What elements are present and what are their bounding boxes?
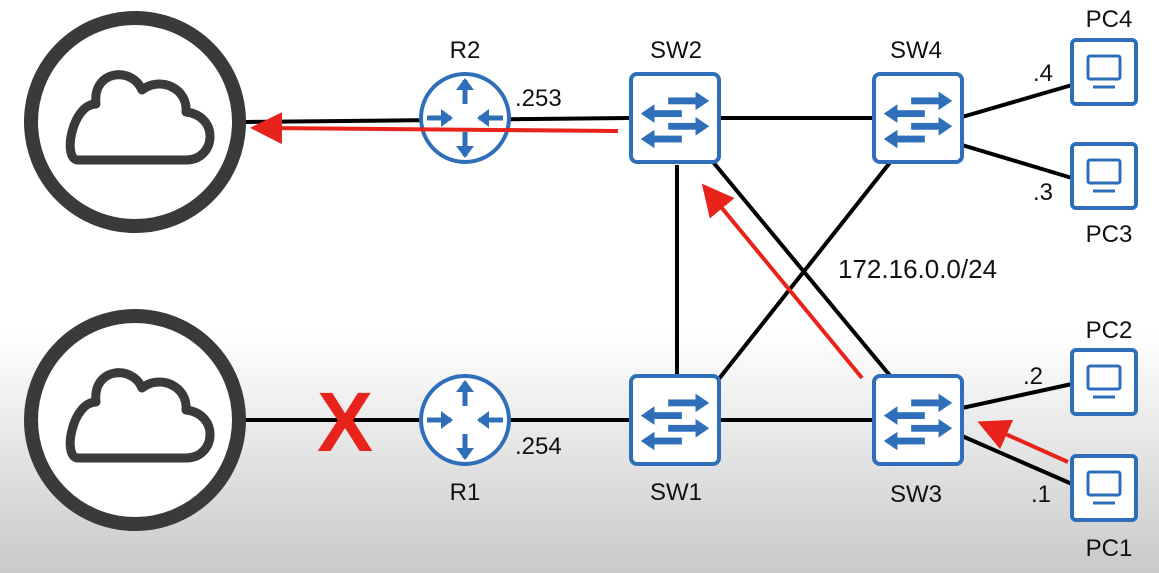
addr-pc3: .3: [1033, 179, 1053, 206]
address-labels: .253 .254 .4 .3 .2 .1: [515, 60, 1053, 508]
router-icon: [427, 78, 503, 158]
label-sw4: SW4: [890, 37, 942, 64]
label-r1: R1: [450, 479, 481, 506]
cloud-icon: [65, 368, 215, 463]
pc-icon: [1086, 470, 1122, 505]
switch-sw3: [872, 374, 964, 466]
label-pc1: PC1: [1086, 535, 1133, 562]
link-failure-x-icon: X: [317, 375, 373, 469]
pc-icon: [1086, 54, 1122, 89]
addr-r1: .254: [515, 433, 562, 460]
router-r2: [419, 72, 511, 164]
cloud-icon: [65, 70, 215, 165]
addr-pc1: .1: [1031, 481, 1051, 508]
path-arrow-sw3-sw2: [701, 183, 864, 380]
pc-icon: [1086, 158, 1122, 193]
label-pc2: PC2: [1086, 317, 1133, 344]
addr-pc2: .2: [1023, 363, 1043, 390]
pc-pc1: [1070, 454, 1138, 522]
switch-sw1: [629, 374, 721, 466]
link-sw4-pc4: [961, 83, 1073, 119]
path-arrow-pc1-sw3: [977, 419, 1069, 464]
traffic-path: [250, 112, 1069, 464]
pc-pc4: [1070, 38, 1138, 106]
label-pc3: PC3: [1086, 221, 1133, 248]
device-labels: R2 R1 SW2 SW4 SW1 SW3 PC4 PC3 PC2 PC1: [450, 6, 1133, 562]
link-sw3-pc2: [961, 382, 1073, 410]
subnet-label: 172.16.0.0/24: [838, 254, 997, 284]
addr-pc4: .4: [1033, 60, 1053, 87]
router-r1: [419, 374, 511, 466]
link-sw1-sw4: [716, 158, 894, 382]
pc-pc3: [1070, 142, 1138, 210]
pc-icon: [1086, 364, 1122, 399]
label-sw1: SW1: [650, 479, 702, 506]
link-sw4-pc3: [961, 143, 1073, 180]
switch-sw4: [872, 72, 964, 164]
label-sw2: SW2: [650, 37, 702, 64]
links: [244, 83, 1073, 486]
label-pc4: PC4: [1086, 6, 1133, 33]
internet-cloud-bottom: [24, 309, 246, 531]
label-sw3: SW3: [890, 481, 942, 508]
switch-sw2: [629, 72, 721, 164]
router-icon: [427, 380, 503, 460]
path-arrow-sw2-internet: [250, 112, 619, 145]
label-r2: R2: [450, 37, 481, 64]
internet-cloud-top: [24, 11, 246, 233]
addr-r2: .253: [515, 85, 562, 112]
pc-pc2: [1070, 348, 1138, 416]
